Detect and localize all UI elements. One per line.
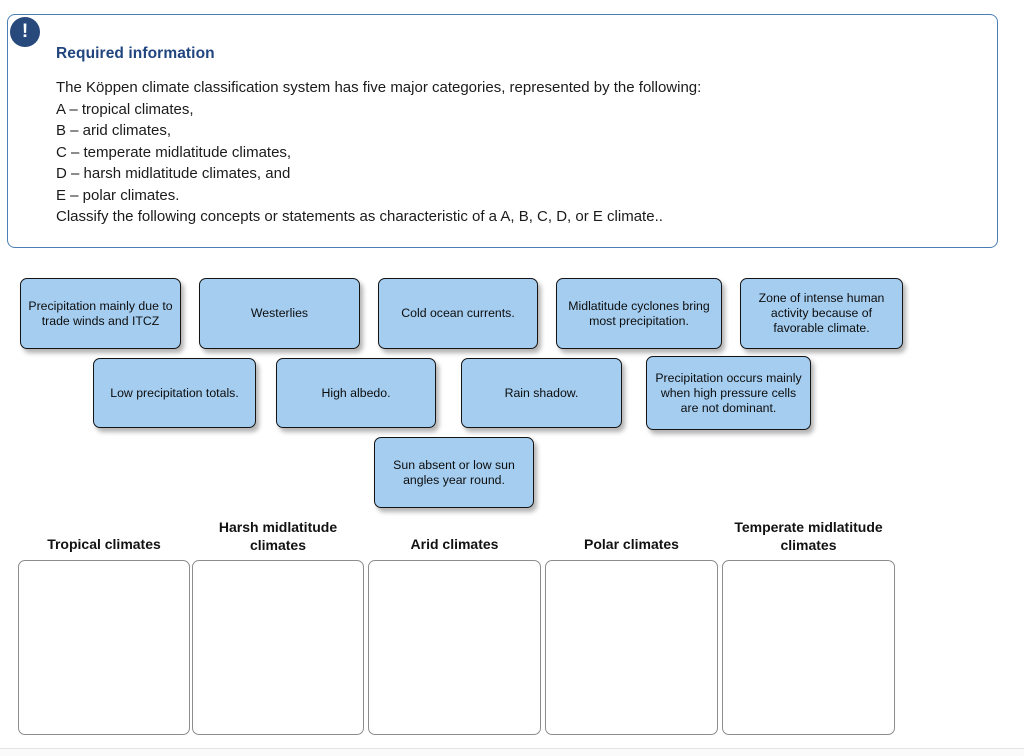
required-information-panel: ! Required information The Köppen climat… [7, 14, 998, 248]
dropzone-polar-climates[interactable] [545, 560, 718, 735]
page-footer-area [0, 749, 1024, 756]
draggable-tile[interactable]: High albedo. [276, 358, 436, 428]
draggable-tile[interactable]: Sun absent or low sun angles year round. [374, 437, 534, 508]
draggable-tile[interactable]: Low precipitation totals. [93, 358, 256, 428]
dropzone-label-harsh-midlatitude-climates: Harsh midlatitude climates [218, 519, 338, 553]
dropzone-tropical-climates[interactable] [18, 560, 190, 735]
exclamation-icon: ! [10, 17, 40, 47]
dropzone-label-temperate-midlatitude-climates: Temperate midlatitude climates [734, 519, 883, 553]
dropzone-label-tropical-climates: Tropical climates [47, 536, 161, 552]
required-information-body: Required information The Köppen climate … [56, 45, 977, 228]
instruction-line-1: The Köppen climate classification system… [56, 79, 702, 96]
draggable-tile[interactable]: Precipitation occurs mainly when high pr… [646, 356, 811, 430]
draggable-tile[interactable]: Westerlies [199, 278, 360, 349]
instruction-line-3: B – arid climates, [56, 122, 172, 139]
draggable-tile[interactable]: Cold ocean currents. [378, 278, 538, 349]
instruction-line-4: C – temperate midlatitude climates, [56, 143, 292, 161]
instruction-line-7: Classify the following concepts or state… [56, 208, 663, 225]
page-title: Required information [56, 45, 215, 62]
draggable-tile[interactable]: Midlatitude cyclones bring most precipit… [556, 278, 722, 349]
dropzone-label-polar-climates: Polar climates [584, 536, 679, 552]
draggable-tile[interactable]: Rain shadow. [461, 358, 622, 428]
dropzone-harsh-midlatitude-climates[interactable] [192, 560, 364, 735]
instruction-line-2: A – tropical climates, [56, 100, 194, 118]
page-divider [0, 748, 1024, 749]
dropzone-arid-climates[interactable] [368, 560, 541, 735]
instruction-line-6: E – polar climates. [56, 186, 180, 204]
draggable-tile[interactable]: Precipitation mainly due to trade winds … [20, 278, 181, 349]
dropzone-temperate-midlatitude-climates[interactable] [722, 560, 895, 735]
draggable-tile[interactable]: Zone of intense human activity because o… [740, 278, 903, 349]
instruction-line-5: D – harsh midlatitude climates, and [56, 165, 291, 182]
dropzone-label-arid-climates: Arid climates [410, 536, 499, 552]
